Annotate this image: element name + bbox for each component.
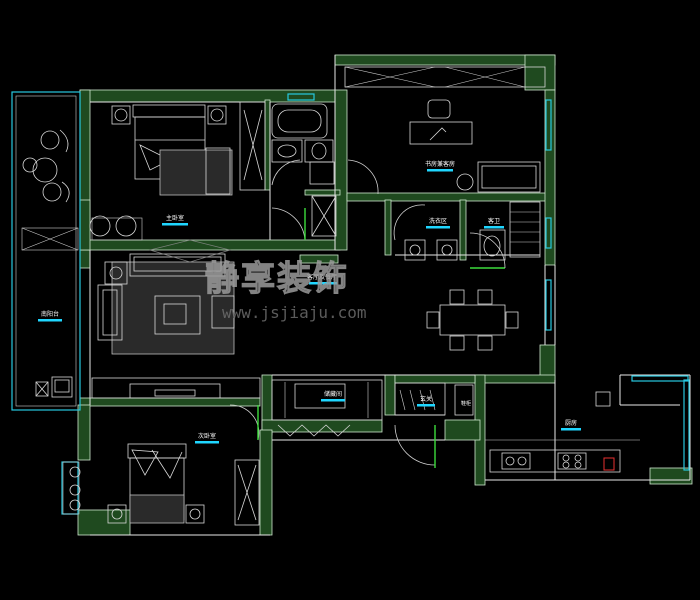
storage-entrance [229,379,474,468]
label-living-dining: 客厅及餐厅 [307,273,337,281]
living-room [91,253,261,399]
label-underline [309,282,337,285]
label-underline [195,441,219,444]
label-underline [484,226,504,229]
label-storage: 储藏间 [324,390,342,398]
label-underline [427,169,453,172]
study [344,66,546,195]
label-shoe: 鞋柜 [461,400,471,407]
label-guest-bath: 客卫 [488,217,500,225]
label-second-bedroom: 次卧室 [198,432,216,440]
second-bedroom [62,443,260,526]
label-south-balcony: 南阳台 [41,310,59,318]
watermark-brand: 静享装饰 [205,259,349,299]
label-underline [561,428,581,431]
outline-lines [89,55,691,536]
label-underline [426,226,450,229]
label-underline [321,399,345,402]
label-study: 书房兼客房 [425,160,455,168]
label-entrance: 玄关 [420,395,432,403]
label-underline [38,319,62,322]
master-bath [271,103,337,237]
label-underline [162,223,188,226]
label-laundry: 洗衣区 [429,217,447,225]
watermark-url: www.jsjiaju.com [222,303,367,322]
label-master-bedroom: 主卧室 [166,214,184,222]
label-kitchen: 厨房 [565,419,577,427]
watermark: 静享装饰 www.jsjiaju.com [148,239,367,322]
master-bedroom [89,101,306,241]
laundry-guestbath [393,201,541,269]
south-balcony [21,129,79,398]
kitchen [485,391,640,473]
label-underline [417,404,435,407]
dining [426,289,519,351]
room-labels: 主卧室 书房兼客房 洗衣区 客卫 客厅及餐厅 南阳台 储藏间 玄关 鞋柜 厨房 … [38,160,581,444]
